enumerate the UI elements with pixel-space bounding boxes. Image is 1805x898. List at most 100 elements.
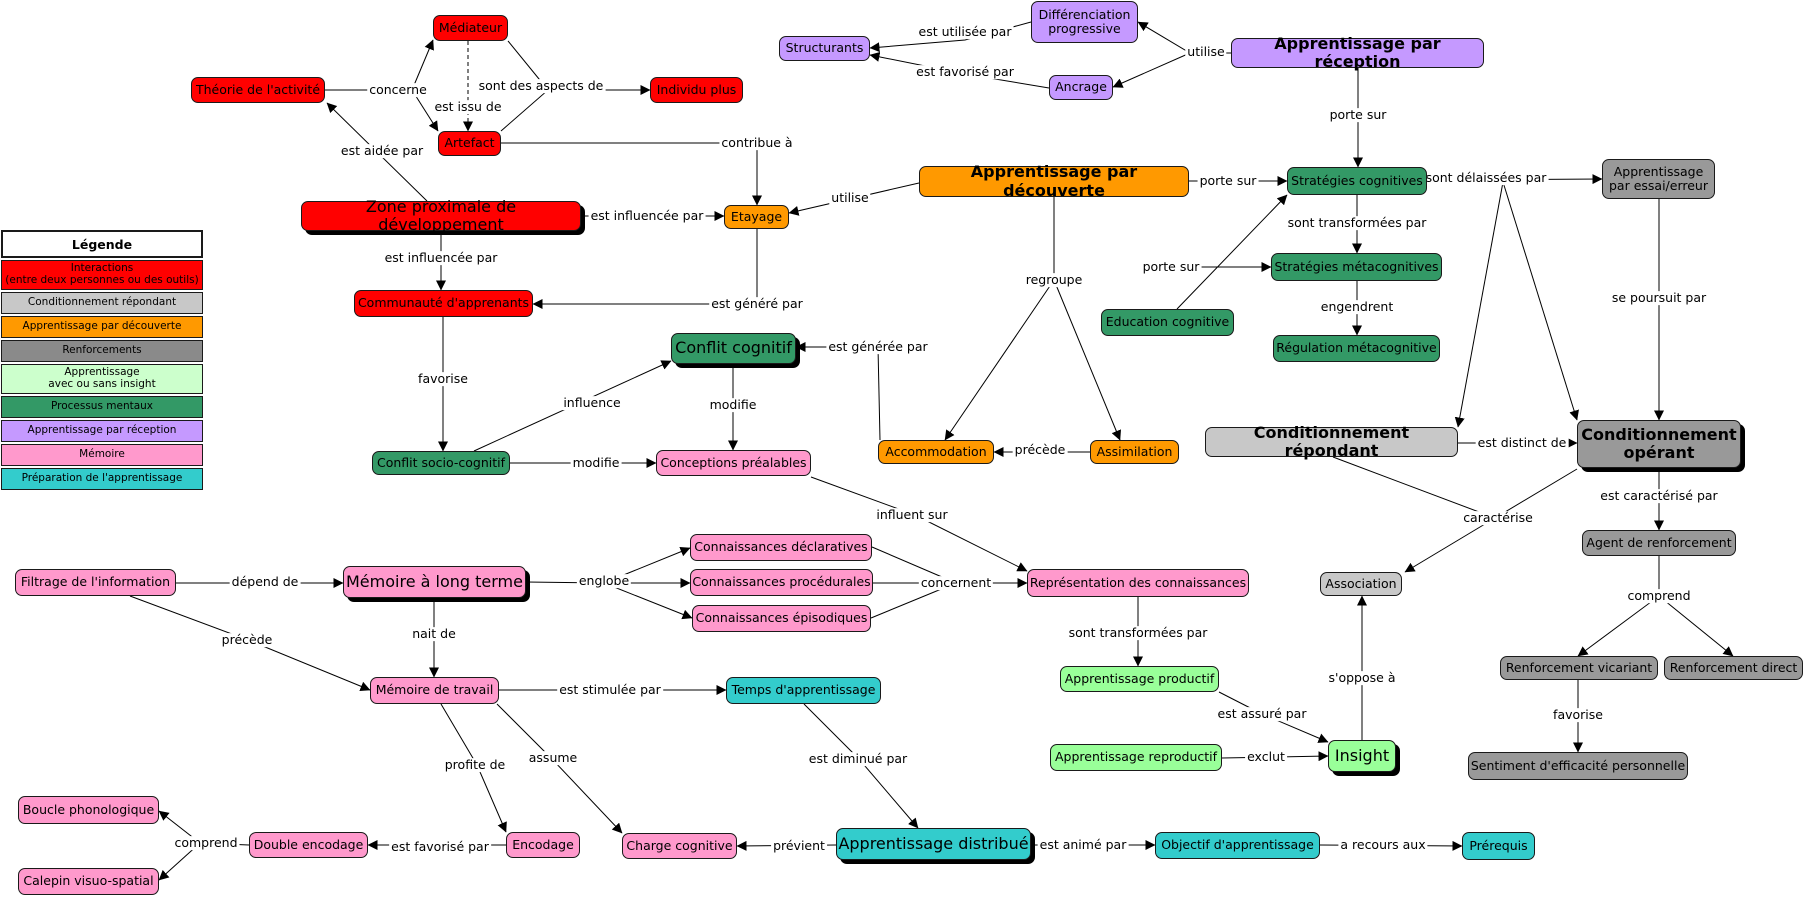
link-label-sont-transformees-2: sont transformées par — [1066, 625, 1210, 641]
link-label-favorise-1: favorise — [416, 371, 470, 387]
link-label-depend-de: dépend de — [229, 574, 301, 590]
link-label-est-aidee-par: est aidée par — [338, 143, 426, 159]
link-label-precede-1: précède — [1012, 442, 1068, 458]
concept-filtrage[interactable]: Filtrage de l'information — [15, 569, 176, 596]
concept-differenciation[interactable]: Différenciation progressive — [1031, 1, 1138, 43]
concept-calepin[interactable]: Calepin visuo-spatial — [18, 868, 159, 895]
concept-app-decouverte[interactable]: Apprentissage par découverte — [919, 162, 1189, 199]
concept-etayage[interactable]: Etayage — [724, 205, 789, 229]
link-label-est-genere-par: est généré par — [709, 296, 805, 312]
legend-item: Apprentissage par réception — [1, 420, 203, 442]
link-label-est-favorise-par-1: est favorisé par — [914, 64, 1016, 80]
concept-encodage[interactable]: Encodage — [506, 832, 580, 858]
link-label-nait-de: nait de — [410, 626, 458, 642]
concept-double-encodage[interactable]: Double encodage — [249, 832, 368, 858]
concept-conn-proc[interactable]: Connaissances procédurales — [690, 569, 873, 596]
link-label-sont-aspects: sont des aspects de — [476, 78, 606, 94]
link-label-engendrent: engendrent — [1318, 299, 1396, 315]
concept-app-productif[interactable]: Apprentissage productif — [1060, 666, 1219, 692]
link-label-concerne: concerne — [367, 82, 429, 98]
concept-individu[interactable]: Individu plus — [650, 77, 743, 103]
link-label-contribue-a: contribue à — [719, 135, 795, 151]
link-label-influencee-par-2: est influencée par — [382, 250, 500, 266]
concept-renf-direct[interactable]: Renforcement direct — [1664, 656, 1803, 680]
concept-strat-cog[interactable]: Stratégies cognitives — [1287, 167, 1427, 195]
concept-boucle[interactable]: Boucle phonologique — [18, 796, 159, 824]
concept-insight[interactable]: Insight — [1328, 740, 1396, 772]
link-label-est-distinct: est distinct de — [1475, 435, 1569, 451]
concept-conflit-socio[interactable]: Conflit socio-cognitif — [372, 451, 510, 475]
link-label-concernent: concernent — [918, 575, 994, 591]
link-label-porte-sur-2: porte sur — [1197, 173, 1259, 189]
link-est-generee-par — [795, 342, 881, 441]
link-label-modifie-1: modifie — [707, 397, 759, 413]
link-label-favorise-2: favorise — [1551, 707, 1605, 723]
concept-representation[interactable]: Représentation des connaissances — [1027, 569, 1249, 597]
link-label-a-recours: a recours aux — [1338, 837, 1428, 853]
concept-conn-decl[interactable]: Connaissances déclaratives — [690, 534, 872, 561]
link-label-est-anime: est animé par — [1037, 837, 1129, 853]
concept-conceptions[interactable]: Conceptions préalables — [656, 450, 811, 476]
link-label-est-stimulee: est stimulée par — [557, 682, 663, 698]
link-label-profite-de: profite de — [442, 757, 508, 773]
concept-association[interactable]: Association — [1320, 572, 1402, 596]
link-comprend-1 — [1577, 556, 1660, 657]
concept-assimilation[interactable]: Assimilation — [1090, 440, 1179, 464]
concept-app-reproductif[interactable]: Apprentissage reproductif — [1050, 744, 1222, 771]
legend-item: Interactions (entre deux personnes ou de… — [1, 260, 203, 290]
link-regroupe — [944, 197, 1055, 441]
link-label-se-poursuit: se poursuit par — [1609, 290, 1709, 306]
concept-objectif[interactable]: Objectif d'apprentissage — [1155, 832, 1320, 859]
concept-cond-operant[interactable]: Conditionnement opérant — [1577, 420, 1741, 468]
concept-temps[interactable]: Temps d'apprentissage — [726, 677, 881, 704]
concept-zpd[interactable]: Zone proximale de développement — [301, 197, 581, 234]
link-label-exclut: exclut — [1245, 749, 1287, 765]
legend-item: Conditionnement répondant — [1, 292, 203, 314]
concept-structurants[interactable]: Structurants — [779, 36, 870, 61]
concept-agent[interactable]: Agent de renforcement — [1582, 530, 1736, 556]
link-label-porte-sur-1: porte sur — [1327, 107, 1389, 123]
link-label-est-utilisee-par: est utilisée par — [916, 24, 1014, 40]
link-line — [1454, 181, 1504, 428]
link-line — [411, 39, 434, 91]
link-label-previent: prévient — [771, 838, 827, 854]
link-label-s-oppose: s'oppose à — [1326, 670, 1398, 686]
concept-regulation[interactable]: Régulation métacognitive — [1273, 335, 1440, 362]
concept-charge[interactable]: Charge cognitive — [622, 833, 737, 859]
concept-theorie[interactable]: Théorie de l'activité — [191, 77, 325, 103]
concept-memoire-travail[interactable]: Mémoire de travail — [370, 677, 499, 704]
link-line — [1176, 194, 1288, 310]
concept-education-cog[interactable]: Education cognitive — [1101, 309, 1234, 336]
link-label-est-caracterise: est caractérisé par — [1598, 488, 1720, 504]
concept-app-distribue[interactable]: Apprentissage distribué — [836, 828, 1031, 860]
legend-title: Légende — [1, 230, 203, 258]
concept-artefact[interactable]: Artefact — [438, 131, 501, 156]
link-label-precede-2: précède — [219, 632, 275, 648]
concept-ancrage[interactable]: Ancrage — [1049, 75, 1113, 100]
concept-conflit-cognitif[interactable]: Conflit cognitif — [671, 333, 796, 364]
concept-communaute[interactable]: Communauté d'apprenants — [354, 290, 533, 317]
link-line — [1502, 181, 1579, 421]
concept-mlt[interactable]: Mémoire à long terme — [343, 566, 526, 598]
link-label-est-diminue: est diminué par — [806, 751, 910, 767]
concept-conn-epis[interactable]: Connaissances épisodiques — [692, 605, 871, 632]
link-label-sont-transformees-1: sont transformées par — [1285, 215, 1429, 231]
concept-essai-erreur[interactable]: Apprentissage par essai/erreur — [1602, 159, 1715, 199]
concept-strat-meta[interactable]: Stratégies métacognitives — [1271, 253, 1442, 281]
concept-app-reception[interactable]: Apprentissage par réception — [1231, 34, 1484, 71]
concept-prerequis[interactable]: Prérequis — [1462, 832, 1535, 860]
link-label-modifie-2: modifie — [570, 455, 622, 471]
link-label-est-issu-de: est issu de — [432, 99, 504, 115]
link-line — [1112, 52, 1191, 88]
concept-mediateur[interactable]: Médiateur — [433, 15, 508, 41]
link-label-influence: influence — [561, 395, 623, 411]
link-contribue-a — [501, 142, 762, 206]
concept-sentiment[interactable]: Sentiment d'efficacité personnelle — [1468, 752, 1688, 780]
concept-cond-repondant[interactable]: Conditionnement répondant — [1205, 423, 1458, 460]
concept-renf-vicariant[interactable]: Renforcement vicariant — [1500, 656, 1658, 680]
link-est-genere-par — [532, 229, 758, 309]
link-label-comprend-2: comprend — [172, 835, 240, 851]
concept-accommodation[interactable]: Accommodation — [878, 440, 994, 464]
legend: Légende Interactions (entre deux personn… — [1, 230, 203, 490]
link-label-est-generee-par: est générée par — [826, 339, 930, 355]
